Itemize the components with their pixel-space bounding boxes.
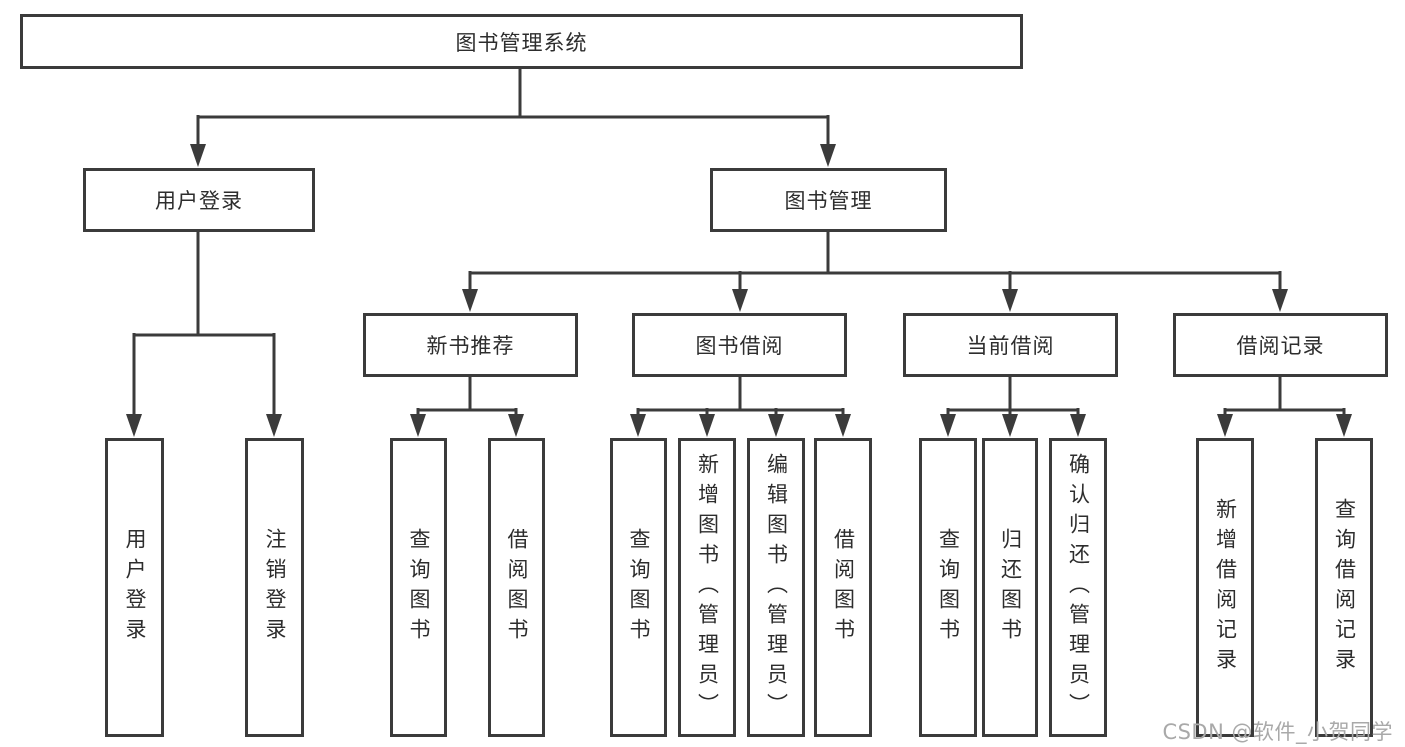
node-label: 新书推荐 <box>426 334 515 358</box>
node-label: 图书管理系统 <box>455 30 588 55</box>
csdn-watermark: CSDN @软件_小贺同学 <box>1162 720 1393 744</box>
node-label: 新增图书（管理员） <box>695 452 720 723</box>
node-label: 图书借阅 <box>695 334 784 358</box>
node-label: 用户登录 <box>123 527 147 648</box>
leaf-borrow-books-borrowing: 借阅图书 <box>814 438 872 737</box>
node-label: 查询图书 <box>407 527 431 648</box>
node-label: 新增借阅记录 <box>1213 497 1238 678</box>
node-label: 编辑图书（管理员） <box>764 452 789 723</box>
leaf-query-borrow-record: 查询借阅记录 <box>1315 438 1373 737</box>
leaf-user-login: 用户登录 <box>105 438 164 737</box>
node-label: 借阅图书 <box>831 527 856 648</box>
leaf-query-books-borrowing: 查询图书 <box>610 438 667 737</box>
node-label: 用户登录 <box>155 189 243 213</box>
leaf-query-books-current: 查询图书 <box>919 438 977 737</box>
node-current-borrowing: 当前借阅 <box>903 313 1118 377</box>
leaf-return-books: 归还图书 <box>982 438 1038 737</box>
leaf-add-books-admin: 新增图书（管理员） <box>678 438 736 737</box>
node-label: 当前借阅 <box>966 334 1055 358</box>
node-label: 查询图书 <box>936 527 961 648</box>
node-borrowing-records: 借阅记录 <box>1173 313 1388 377</box>
node-library-management-system: 图书管理系统 <box>20 14 1023 69</box>
node-label: 图书管理 <box>784 189 873 213</box>
node-label: 查询借阅记录 <box>1332 497 1357 678</box>
node-book-borrowing: 图书借阅 <box>632 313 847 377</box>
node-book-management: 图书管理 <box>710 168 947 232</box>
node-label: 确认归还（管理员） <box>1066 452 1091 723</box>
leaf-edit-books-admin: 编辑图书（管理员） <box>747 438 805 737</box>
leaf-query-books-newbook: 查询图书 <box>390 438 447 737</box>
node-label: 归还图书 <box>998 527 1023 648</box>
node-label: 借阅图书 <box>505 527 529 648</box>
node-new-book-recommend: 新书推荐 <box>363 313 578 377</box>
node-label: 查询图书 <box>627 527 651 648</box>
leaf-borrow-books-newbook: 借阅图书 <box>488 438 545 737</box>
leaf-add-borrow-record: 新增借阅记录 <box>1196 438 1254 737</box>
leaf-logout: 注销登录 <box>245 438 304 737</box>
node-user-login: 用户登录 <box>83 168 315 232</box>
leaf-confirm-return-admin: 确认归还（管理员） <box>1049 438 1107 737</box>
node-label: 借阅记录 <box>1236 334 1325 358</box>
node-label: 注销登录 <box>263 527 287 648</box>
